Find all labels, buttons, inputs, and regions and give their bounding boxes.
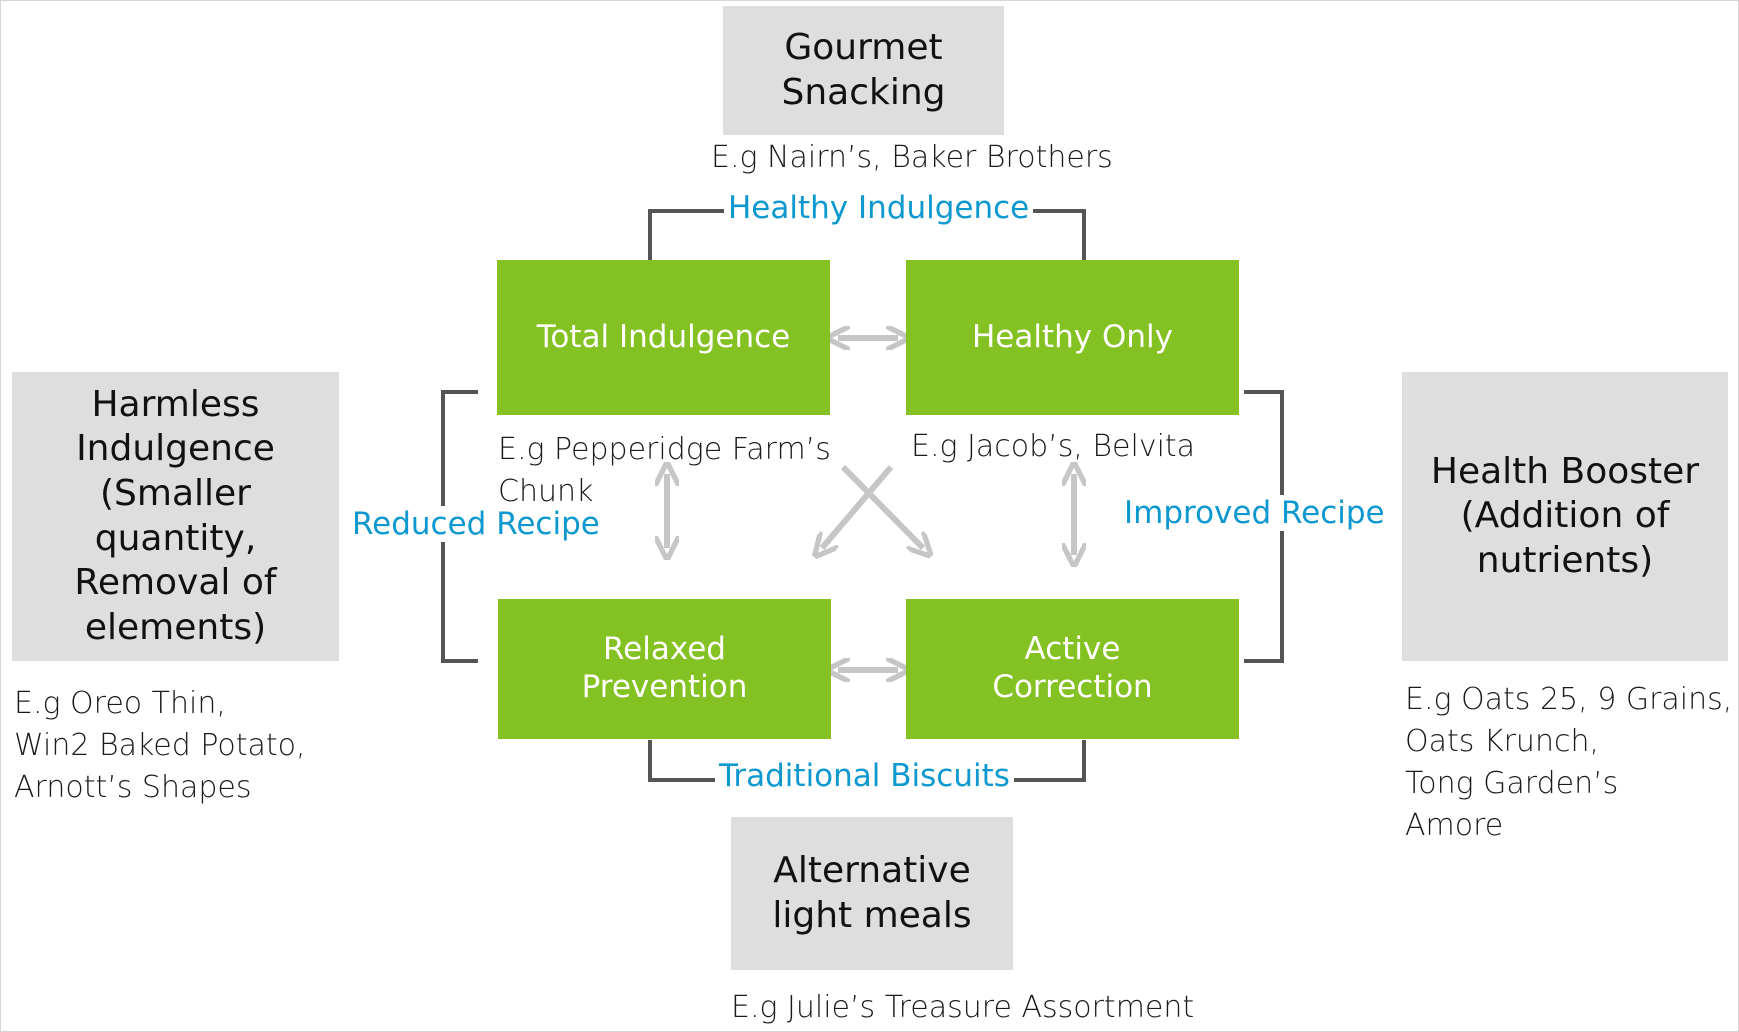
outer-box-right: Health Booster (Addition of nutrients) bbox=[1402, 372, 1728, 661]
example-health-booster: E.g Oats 25, 9 Grains, Oats Krunch, Tong… bbox=[1405, 682, 1733, 843]
outer-box-bottom: Alternative light meals bbox=[731, 817, 1013, 970]
example-alternative-light-meals: E.g Julie’s Treasure Assortment bbox=[731, 990, 1195, 1025]
category-improved-recipe: Improved Recipe bbox=[1120, 495, 1389, 531]
outer-box-left: Harmless Indulgence (Smaller quantity, R… bbox=[12, 372, 339, 661]
quadrant-total-indulgence: Total Indulgence bbox=[497, 260, 830, 415]
example-harmless-indulgence: E.g Oreo Thin, Win2 Baked Potato, Arnott… bbox=[14, 686, 306, 805]
category-healthy-indulgence: Healthy Indulgence bbox=[724, 190, 1034, 226]
quadrant-active-correction: Active Correction bbox=[906, 599, 1239, 739]
example-total-indulgence: E.g Pepperidge Farm’s Chunk bbox=[498, 432, 831, 509]
example-healthy-only: E.g Jacob’s, Belvita bbox=[911, 429, 1196, 464]
example-gourmet-snacking: E.g Nairn’s, Baker Brothers bbox=[711, 140, 1113, 175]
category-reduced-recipe: Reduced Recipe bbox=[348, 506, 604, 542]
outer-box-top: Gourmet Snacking bbox=[723, 6, 1004, 135]
diagonal-arrow-down-left bbox=[822, 465, 894, 548]
quadrant-relaxed-prevention: Relaxed Prevention bbox=[498, 599, 831, 739]
quadrant-healthy-only: Healthy Only bbox=[906, 260, 1239, 415]
diagonal-arrow-down-right bbox=[840, 464, 923, 548]
category-traditional-biscuits: Traditional Biscuits bbox=[715, 758, 1014, 794]
